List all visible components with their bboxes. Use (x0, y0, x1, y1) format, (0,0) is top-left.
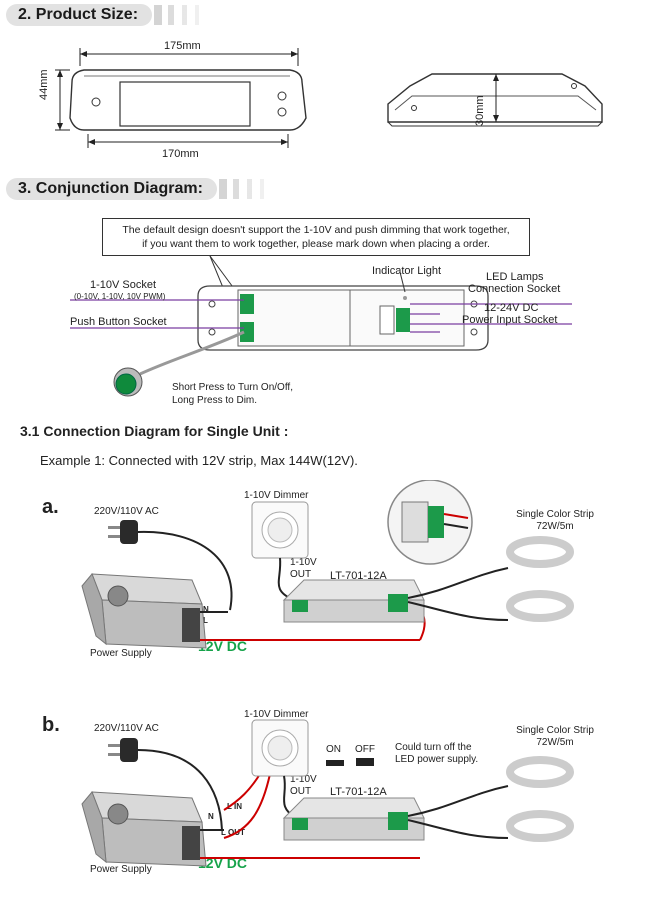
dim-height: 44mm (38, 69, 50, 100)
led-lamps-line-1: LED Lamps (486, 271, 544, 283)
note-box: The default design doesn't support the 1… (102, 218, 530, 256)
diagram-a-dc-label: 12V DC (198, 638, 248, 654)
section-header-fade (218, 179, 289, 199)
diagram-b-psu-label: Power Supply (90, 864, 152, 875)
diagram-a-psu-label: Power Supply (90, 648, 152, 659)
out-line-2: OUT (290, 569, 312, 580)
section-header-product-size: 2. Product Size: (6, 3, 225, 27)
push-button-label: Push Button Socket (70, 316, 167, 328)
example-text: Example 1: Connected with 12V strip, Max… (40, 453, 358, 468)
conjunction-drawing (70, 256, 572, 397)
l-out-label: L OUT (221, 828, 245, 837)
out-line-1: 1-10V (290, 557, 317, 568)
turnoff-line-1: Could turn off the (395, 742, 472, 753)
out-line-1: 1-10V (290, 774, 317, 785)
section-title-text: Product Size: (35, 6, 139, 23)
dim-bottom-width: 170mm (162, 148, 199, 160)
section-title: 3. Conjunction Diagram: (6, 178, 217, 200)
press-line-2: Long Press to Dim. (172, 395, 258, 406)
diagram-a-ac-label: 220V/110V AC (94, 506, 159, 517)
diagram-a-letter: a. (42, 496, 59, 518)
diagram-b-n: N (208, 812, 214, 821)
strip-line-1: Single Color Strip (516, 725, 594, 736)
section-title-text: Conjunction Diagram: (35, 180, 203, 197)
diagram-a-strip-label: Single Color Strip 72W/5m (500, 509, 610, 533)
turnoff-line-2: LED power supply. (395, 754, 479, 765)
diagram-a-model: LT-701-12A (330, 570, 387, 582)
diagram-a-l: L (203, 616, 208, 625)
diagram-a-n: N (203, 605, 209, 614)
product-size-drawing (55, 48, 603, 148)
diagram-a-out-label: 1-10V OUT (290, 557, 317, 581)
section-header-conjunction: 3. Conjunction Diagram: (6, 177, 289, 201)
switch-on-label: ON (326, 744, 341, 755)
dim-top-width: 175mm (164, 40, 201, 52)
led-lamps-label: LED Lamps (486, 271, 543, 283)
led-lamps-line-2: Connection Socket (468, 283, 561, 295)
l-in-label: L IN (227, 802, 242, 811)
dim-side-height: 30mm (474, 95, 486, 126)
single-unit-heading: 3.1 Connection Diagram for Single Unit : (20, 423, 289, 439)
diagram-b-strip-label: Single Color Strip 72W/5m (500, 725, 610, 749)
diagram-a-drawing (81, 480, 574, 649)
turnoff-note: Could turn off the LED power supply. (395, 742, 478, 766)
power-input-line-2: Power Input Socket (462, 314, 558, 326)
diagram-b-out-label: 1-10V OUT (290, 774, 317, 798)
note-line-2: if you want them to work together, pleas… (142, 238, 490, 250)
press-line-1: Short Press to Turn On/Off, (172, 382, 293, 393)
diagram-b-model: LT-701-12A (330, 786, 387, 798)
note-line-1: The default design doesn't support the 1… (122, 224, 510, 236)
strip-line-2: 72W/5m (536, 737, 574, 748)
indicator-label: Indicator Light (372, 265, 442, 277)
diagram-b-drawing (81, 719, 574, 867)
out-line-2: OUT (290, 786, 312, 797)
switch-off-label: OFF (355, 744, 375, 755)
section-number: 3. (18, 180, 32, 197)
section-number: 2. (18, 6, 32, 23)
socket-110v-label: 1-10V Socket (90, 279, 157, 291)
diagram-b-letter: b. (42, 714, 60, 736)
section-title: 2. Product Size: (6, 4, 153, 26)
diagram-b-ac-label: 220V/110V AC (94, 723, 159, 734)
strip-line-1: Single Color Strip (516, 509, 594, 520)
section-header-fade (154, 5, 225, 25)
diagram-b-dimmer-label: 1-10V Dimmer (244, 709, 309, 720)
socket-110v-sub: (0-10V, 1-10V, 10V PWM) (74, 292, 166, 301)
power-input-line-1: 12-24V DC (484, 302, 539, 314)
strip-line-2: 72W/5m (536, 521, 574, 532)
diagram-a-dimmer-label: 1-10V Dimmer (244, 490, 309, 501)
